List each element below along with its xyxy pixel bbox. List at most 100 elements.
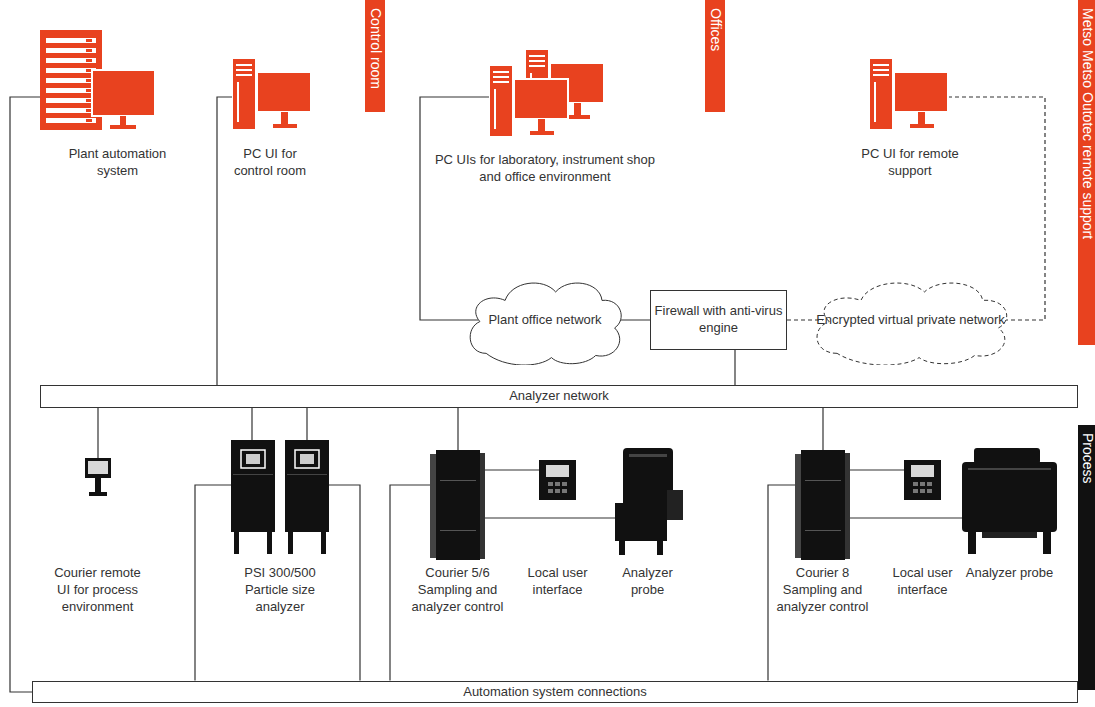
device-icon: [615, 448, 683, 555]
icon-part: [546, 465, 569, 477]
icon-part: [86, 59, 92, 62]
node-label: PC UI for control room: [223, 146, 318, 180]
icon-part: [574, 103, 581, 115]
icon-part: [321, 532, 326, 554]
device-icon: [40, 30, 155, 132]
node-label: Local user interface: [518, 565, 598, 599]
local-user-interface: Local user interface: [515, 460, 600, 599]
icon-part: [873, 64, 889, 66]
node-label: Courier 5/6 Sampling and analyzer contro…: [410, 565, 505, 616]
icon-part: [92, 70, 155, 116]
icon-part: [566, 115, 590, 119]
icon-part: [493, 76, 509, 78]
icon-part: [236, 74, 252, 76]
icon-part: [548, 482, 553, 486]
icon-part: [234, 532, 239, 554]
icon-part: [287, 474, 327, 475]
node-label: Courier remote UI for process environmen…: [48, 565, 148, 616]
icon-part: [555, 482, 560, 486]
network-wire: [457, 408, 458, 450]
icon-part: [615, 503, 667, 541]
icon-part: [285, 440, 329, 532]
icon-part: [562, 489, 567, 493]
icon-part: [273, 124, 297, 128]
icon-part: [430, 454, 436, 558]
analyzer-cabinet: Courier 5/6 Sampling and analyzer contro…: [400, 450, 515, 616]
node-label: Analyzer probe: [608, 565, 688, 599]
icon-part: [894, 72, 948, 112]
icon-part: [530, 131, 554, 135]
network-wire: [10, 97, 40, 692]
icon-part: [623, 448, 673, 510]
cloud-outline: [471, 283, 622, 365]
icon-part: [493, 81, 509, 83]
node-label: PC UI for remote support: [860, 146, 960, 180]
network-wire: [850, 469, 904, 470]
device-icon: [430, 450, 485, 565]
node-label: Firewall with anti-virus engine: [651, 303, 786, 337]
network-wire: [850, 517, 962, 518]
icon-part: [86, 49, 92, 52]
icon-part: [440, 530, 476, 531]
network-wire: [485, 517, 615, 518]
network-wire: [217, 97, 232, 385]
icon-part: [46, 108, 96, 113]
connection-bar: Automation system connections: [32, 681, 1078, 704]
icon-part: [1043, 532, 1051, 554]
local-user-interface: Local user interface: [880, 460, 965, 599]
remote-support-pc: PC UI for remote support: [855, 50, 965, 180]
device-icon: [232, 50, 312, 132]
device-icon: [904, 460, 941, 500]
network-cloud: Plant office network: [463, 275, 626, 365]
icon-part: [241, 450, 265, 468]
icon-part: [46, 48, 96, 53]
device-icon: [795, 450, 850, 565]
icon-part: [657, 541, 663, 555]
icon-part: [246, 454, 260, 464]
particle-size-analyzer: PSI 300/500 Particle size analyzer: [210, 440, 350, 616]
node-label: PC UIs for laboratory, instrument shop a…: [430, 152, 660, 186]
icon-part: [95, 478, 101, 492]
office-pcs: PC UIs for laboratory, instrument shop a…: [425, 45, 665, 186]
icon-part: [629, 454, 667, 457]
icon-part: [295, 450, 319, 468]
icon-part: [267, 532, 272, 554]
node-label: Analyzer network: [509, 388, 609, 405]
cloud-outline: [817, 283, 1007, 365]
icon-part: [46, 38, 96, 43]
icon-part: [904, 460, 941, 500]
device-icon: [85, 458, 111, 500]
icon-part: [529, 55, 545, 57]
icon-part: [89, 492, 107, 496]
icon-part: [281, 112, 288, 124]
icon-part: [529, 65, 545, 67]
icon-part: [538, 119, 545, 131]
icon-part: [490, 66, 512, 136]
node-label: PSI 300/500 Particle size analyzer: [230, 565, 330, 616]
network-bar: Analyzer network: [40, 385, 1078, 408]
icon-part: [257, 72, 311, 112]
icon-part: [913, 489, 918, 493]
network-wire: [97, 408, 98, 458]
icon-part: [619, 541, 625, 555]
area-title: Metso Metso Outotec remote support: [1079, 8, 1094, 239]
icon-part: [805, 530, 841, 531]
icon-part: [920, 489, 925, 493]
firewall-box: Firewall with anti-virus engine: [650, 290, 787, 350]
area-title: Process: [1079, 433, 1094, 484]
analyzer-probe: Analyzer probe: [605, 448, 690, 599]
icon-part: [873, 74, 889, 76]
area-band: Offices: [705, 0, 725, 112]
icon-part: [231, 440, 275, 532]
icon-part: [801, 450, 845, 560]
icon-part: [46, 58, 96, 63]
icon-part: [539, 460, 576, 500]
remote-ui-terminal: Courier remote UI for process environmen…: [40, 458, 155, 616]
icon-part: [233, 59, 255, 129]
icon-part: [927, 482, 932, 486]
control-room-pc: PC UI for control room: [215, 50, 325, 180]
icon-part: [86, 119, 92, 122]
node-label: Plant automation system: [68, 146, 168, 180]
icon-part: [873, 69, 889, 71]
icon-part: [288, 532, 293, 554]
